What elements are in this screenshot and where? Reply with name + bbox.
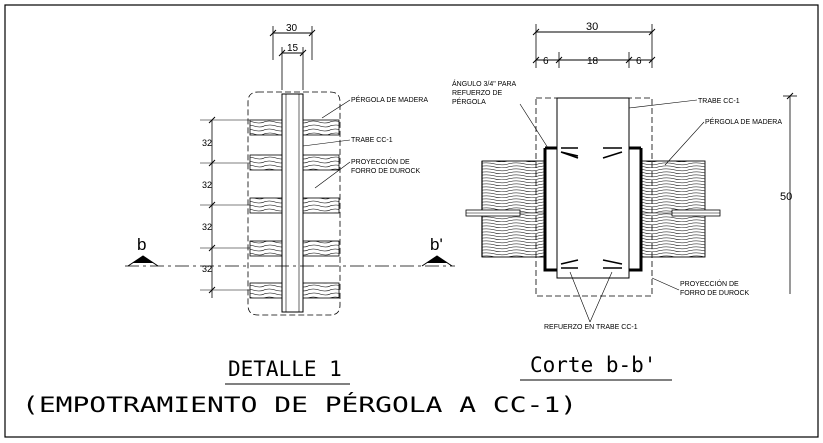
section-label-right: b'	[430, 235, 443, 254]
detail-spacing-4: 32	[202, 264, 212, 274]
angle-left	[543, 148, 557, 272]
section-dim-left: 6	[543, 56, 549, 67]
section-dim-total: 30	[586, 21, 598, 33]
section-view: 30 6 18 6	[452, 21, 797, 381]
trabe-beam	[281, 93, 304, 313]
section-trabe	[556, 97, 630, 279]
detail-label-proyeccion-2: FORRO DE DUROCK	[351, 168, 421, 175]
trabe-reinforcements	[560, 147, 623, 269]
section-label-trabe: TRABE CC-1	[698, 98, 740, 105]
detail-subtitle: (EMPOTRAMIENTO DE PÉRGOLA A CC-1)	[22, 392, 577, 417]
section-dim-mid: 18	[587, 56, 599, 67]
bolt-left	[465, 209, 545, 217]
section-label-angulo-2: REFUERZO DE	[452, 90, 503, 97]
detail-spacing-1: 32	[202, 138, 212, 148]
sheet-border	[4, 4, 819, 438]
detail-label-proyeccion-1: PROYECCIÓN DE	[351, 157, 410, 166]
detail-spacing-2: 32	[202, 180, 212, 190]
detail-label-trabe: TRABE CC-1	[351, 137, 393, 144]
detail-dim-total: 30	[286, 23, 298, 34]
section-dim-height: 50	[780, 191, 792, 203]
detail-title: DETALLE 1	[228, 357, 342, 381]
section-label-proyeccion-2: FORRO DE DUROCK	[680, 290, 750, 297]
section-label-proyeccion-1: PROYECCIÓN DE	[680, 279, 739, 288]
section-label-angulo-1: ÁNGULO 3/4" PARA	[452, 79, 517, 88]
detail-label-pergola: PÉRGOLA DE MADERA	[351, 95, 428, 104]
forro-outline	[247, 91, 341, 316]
angle-right	[629, 148, 643, 272]
detail-plan: 30 15	[22, 23, 577, 417]
section-dim-right: 6	[636, 56, 642, 67]
section-wood-left	[481, 160, 546, 258]
section-label-angulo-3: PÉRGOLA	[452, 97, 486, 106]
detail-spacing-3: 32	[202, 222, 212, 232]
section-wood-right	[640, 160, 706, 258]
section-title: Corte b-b'	[530, 353, 656, 377]
bolt-right	[641, 209, 721, 217]
section-label-refuerzo: REFUERZO EN TRABE CC-1	[544, 324, 638, 331]
wood-blocks	[249, 119, 340, 299]
detail-dim-inner: 15	[287, 43, 299, 54]
section-label-left: b	[137, 235, 146, 254]
section-label-pergola: PÉRGOLA DE MADERA	[705, 117, 782, 126]
